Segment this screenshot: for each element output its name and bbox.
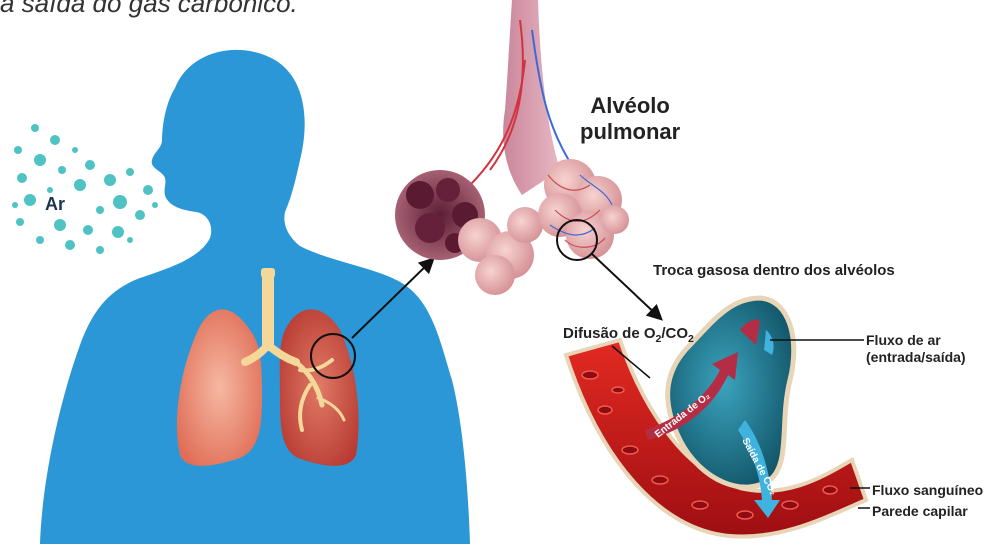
human-body-silhouette xyxy=(40,50,470,544)
top-caption: a saída do gás carbônico. xyxy=(0,0,298,19)
alveoli-cluster-pink xyxy=(458,207,543,295)
bronchiole-trunk xyxy=(503,0,560,195)
bloodflow-label: Fluxo sanguíneo xyxy=(872,482,983,498)
diffusion-label: Difusão de O2/CO2 xyxy=(563,325,694,345)
gas-exchange-title: Troca gasosa dentro dos alvéolos xyxy=(653,262,895,279)
larynx xyxy=(261,268,275,278)
diffusion-prefix: Difusão de O xyxy=(563,325,656,342)
diffusion-sub2: 2 xyxy=(688,333,694,345)
air-particles xyxy=(12,124,158,254)
capillary-wall-label: Parede capilar xyxy=(872,503,968,519)
air-label: Ar xyxy=(45,194,65,215)
airflow-label-line2: (entrada/saída) xyxy=(866,349,966,366)
airflow-label: Fluxo de ar (entrada/saída) xyxy=(866,332,966,366)
alveolus-title-line1: Alvéolo xyxy=(580,93,680,119)
diffusion-mid: /CO xyxy=(661,325,688,342)
airflow-label-line1: Fluxo de ar xyxy=(866,332,966,349)
alveolus-to-detail-arrow xyxy=(592,254,660,318)
alveolus-title-line2: pulmonar xyxy=(580,119,680,145)
alveoli-cluster-capillaries xyxy=(538,159,629,259)
alveolus-title: Alvéolo pulmonar xyxy=(580,93,680,145)
